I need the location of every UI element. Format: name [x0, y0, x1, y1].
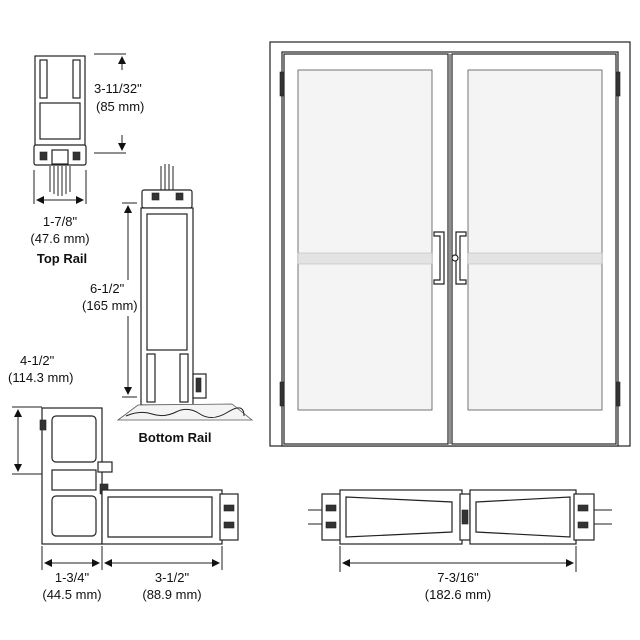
bottom-rail-height-dimension: 6-1/2" (165 mm): [82, 202, 138, 398]
bottom-rail-caption: Bottom Rail: [139, 430, 212, 445]
top-rail-caption: Top Rail: [37, 251, 87, 266]
top-rail-width-metric: (47.6 mm): [30, 231, 89, 246]
meeting-stiles-width-metric: (182.6 mm): [425, 587, 491, 602]
jamb-width-dimensions: 1-3/4" (44.5 mm) 3-1/2" (88.9 mm): [41, 546, 223, 602]
stile-profile: [101, 489, 239, 545]
left-glass-panel: [297, 69, 433, 411]
bottom-rail-section: 6-1/2" (165 mm) Bottom Rail: [82, 164, 254, 445]
frame-width-imperial: 1-3/4": [55, 570, 90, 585]
stile-width-imperial: 3-1/2": [155, 570, 190, 585]
bottom-rail-height-metric: (165 mm): [82, 298, 138, 313]
meeting-stiles-section: 7-3/16" (182.6 mm): [308, 489, 612, 602]
double-door-elevation: [269, 41, 631, 447]
jamb-height-imperial: 4-1/2": [20, 353, 55, 368]
top-rail-width-imperial: 1-7/8": [43, 214, 78, 229]
top-rail-height-dimension: 3-11/32" (85 mm): [94, 53, 144, 154]
lock-cylinder-icon: [451, 254, 459, 262]
bottom-rail-height-imperial: 6-1/2": [90, 281, 125, 296]
bottom-rail-profile: [116, 164, 254, 421]
meeting-stiles-width-dimension: 7-3/16" (182.6 mm): [339, 546, 577, 602]
left-push-bar: [297, 252, 433, 265]
top-rail-height-imperial: 3-11/32": [94, 81, 142, 96]
right-glass-panel: [467, 69, 603, 411]
frame-width-metric: (44.5 mm): [42, 587, 101, 602]
meeting-stiles-profile: [308, 489, 612, 545]
jamb-frame-profile: [39, 407, 113, 545]
top-rail-height-metric: (85 mm): [96, 99, 144, 114]
jamb-stile-section: 4-1/2" (114.3 mm): [8, 353, 239, 602]
left-door-leaf: [279, 53, 449, 445]
jamb-height-metric: (114.3 mm): [8, 370, 74, 385]
top-rail-width-dimension: 1-7/8" (47.6 mm) Top Rail: [30, 170, 90, 266]
right-push-bar: [467, 252, 603, 265]
stile-width-metric: (88.9 mm): [142, 587, 201, 602]
jamb-height-dimension: 4-1/2" (114.3 mm): [8, 353, 74, 475]
left-pull-handle-icon: [433, 231, 445, 285]
meeting-stiles-width-imperial: 7-3/16": [437, 570, 479, 585]
top-rail-profile: [33, 55, 87, 196]
right-pull-handle-icon: [455, 231, 467, 285]
right-door-leaf: [451, 53, 621, 445]
top-rail-section: 3-11/32" (85 mm) 1-7/8" (47.6 mm) Top Ra…: [30, 53, 144, 266]
